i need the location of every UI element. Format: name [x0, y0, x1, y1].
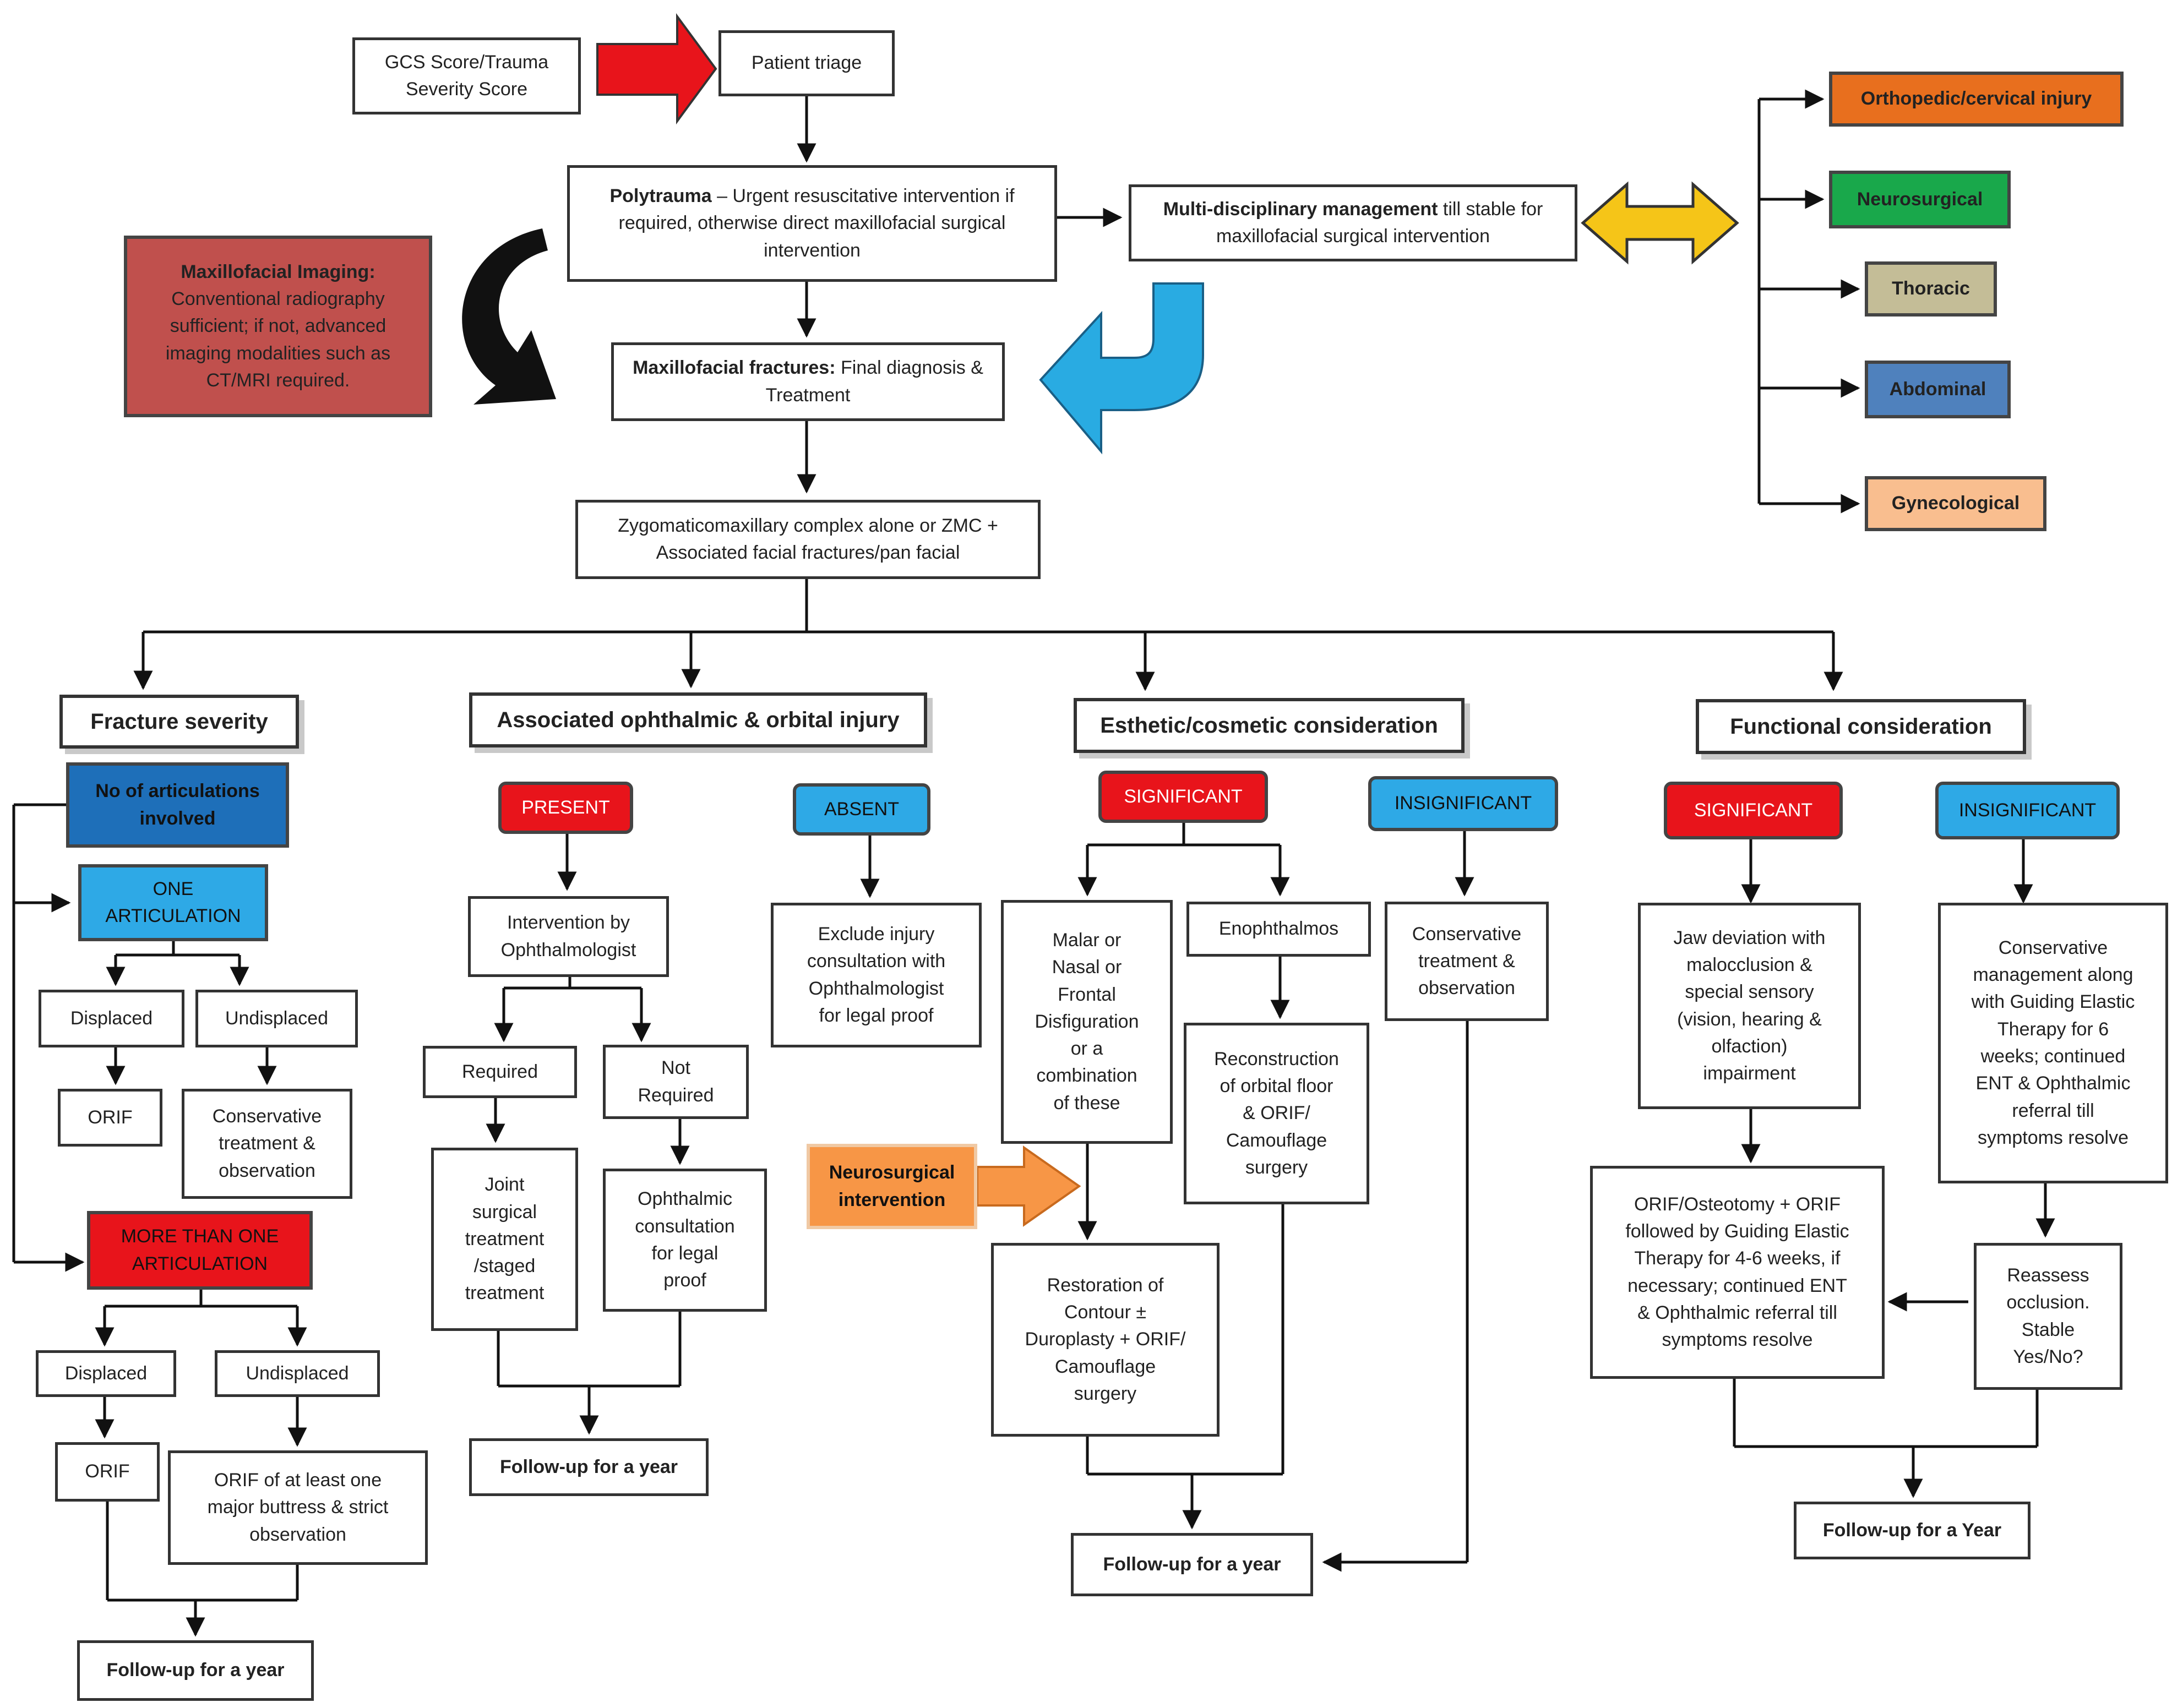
undisplaced-box: Undisplaced: [215, 1350, 380, 1397]
significant-badge: SIGNIFICANT: [1098, 771, 1268, 823]
functional-consideration-header: Functional consideration: [1696, 699, 2026, 754]
absent-badge: ABSENT: [793, 783, 930, 836]
zmc-box: Zygomaticomaxillary complex alone or ZMC…: [575, 500, 1041, 579]
red-arrow-icon: [596, 13, 717, 125]
displaced-box: Displaced: [39, 990, 184, 1047]
follow-up-box: Follow-up for a year: [469, 1438, 709, 1496]
ophthalmic-consultation-box: Ophthalmic consultation for legal proof: [603, 1169, 767, 1312]
required-box: Required: [423, 1046, 577, 1098]
final-diagnosis-box: Maxillofacial fractures: Final diagnosis…: [611, 342, 1005, 421]
multidisciplinary-text: till stable for maxillofacial surgical i…: [1216, 198, 1543, 247]
neurosurgical-intervention-box: Neurosurgical intervention: [807, 1144, 977, 1229]
articulations-box: No of articulations involved: [66, 762, 289, 848]
displaced-box: Displaced: [36, 1350, 176, 1397]
imaging-title: Maxillofacial Imaging:: [181, 261, 375, 282]
one-articulation-box: ONE ARTICULATION: [78, 864, 268, 941]
orif-box: ORIF: [58, 1089, 162, 1147]
polytrauma-box: Polytrauma – Urgent resuscitative interv…: [567, 165, 1057, 282]
cyan-curved-arrow-icon: [1039, 282, 1204, 455]
final-diagnosis-text: Final diagnosis & Treatment: [765, 357, 983, 406]
final-diagnosis-label: Maxillofacial fractures:: [633, 357, 836, 379]
conservative-treatment-box: Conservative treatment & observation: [182, 1089, 352, 1199]
orif-box: ORIF: [55, 1442, 160, 1502]
gynecological-box: Gynecological: [1865, 476, 2046, 531]
esthetic-consideration-header: Esthetic/cosmetic consideration: [1074, 698, 1465, 753]
orif-buttress-box: ORIF of at least one major buttress & st…: [168, 1450, 428, 1565]
fracture-severity-header: Fracture severity: [59, 695, 299, 749]
undisplaced-box: Undisplaced: [195, 990, 358, 1047]
more-than-one-articulation-box: MORE THAN ONE ARTICULATION: [87, 1211, 313, 1290]
maxillofacial-imaging-box: Maxillofacial Imaging: Conventional radi…: [124, 236, 432, 417]
orthopedic-box: Orthopedic/cervical injury: [1829, 72, 2124, 127]
yellow-double-arrow-icon: [1581, 181, 1739, 265]
follow-up-box: Follow-up for a year: [1071, 1533, 1313, 1596]
neurosurgical-box: Neurosurgical: [1829, 171, 2011, 228]
patient-triage-box: Patient triage: [718, 30, 895, 96]
gcs-score-box: GCS Score/Trauma Severity Score: [352, 37, 581, 114]
polytrauma-text: – Urgent resuscitative intervention if r…: [618, 185, 1015, 261]
black-curved-arrow-icon: [462, 228, 556, 405]
reassess-occlusion-box: Reassess occlusion. Stable Yes/No?: [1974, 1243, 2122, 1390]
multidisciplinary-label: Multi-disciplinary management: [1163, 198, 1438, 220]
multidisciplinary-box: Multi-disciplinary management till stabl…: [1129, 184, 1577, 261]
enophthalmos-box: Enophthalmos: [1186, 902, 1371, 957]
insignificant-badge: INSIGNIFICANT: [1368, 776, 1558, 831]
significant-badge: SIGNIFICANT: [1664, 782, 1843, 839]
conservative-management-box: Conservative management along with Guidi…: [1938, 903, 2168, 1183]
conservative-treatment-box: Conservative treatment & observation: [1385, 902, 1549, 1021]
not-required-box: Not Required: [603, 1045, 749, 1119]
ophthalmic-injury-header: Associated ophthalmic & orbital injury: [469, 692, 927, 747]
joint-surgical-box: Joint surgical treatment /staged treatme…: [431, 1148, 578, 1331]
orif-osteotomy-box: ORIF/Osteotomy + ORIF followed by Guidin…: [1590, 1166, 1885, 1379]
follow-up-box: Follow-up for a year: [77, 1640, 314, 1701]
imaging-text: Conventional radiography sufficient; if …: [165, 288, 391, 391]
follow-up-box: Follow-up for a Year: [1794, 1502, 2031, 1559]
thoracic-box: Thoracic: [1865, 261, 1997, 317]
jaw-deviation-box: Jaw deviation with malocclusion & specia…: [1638, 903, 1861, 1109]
malar-disfiguration-box: Malar or Nasal or Frontal Disfiguration …: [1001, 900, 1173, 1144]
intervention-ophthalmologist-box: Intervention by Ophthalmologist: [468, 896, 669, 977]
polytrauma-label: Polytrauma: [609, 185, 712, 207]
exclude-injury-box: Exclude injury consultation with Ophthal…: [771, 903, 982, 1047]
reconstruction-orbital-box: Reconstruction of orbital floor & ORIF/ …: [1184, 1023, 1369, 1204]
restoration-contour-box: Restoration of Contour ± Duroplasty + OR…: [991, 1243, 1220, 1437]
abdominal-box: Abdominal: [1865, 361, 2011, 418]
insignificant-badge: INSIGNIFICANT: [1935, 782, 2120, 839]
present-badge: PRESENT: [498, 782, 633, 834]
orange-arrow-icon: [976, 1145, 1081, 1227]
